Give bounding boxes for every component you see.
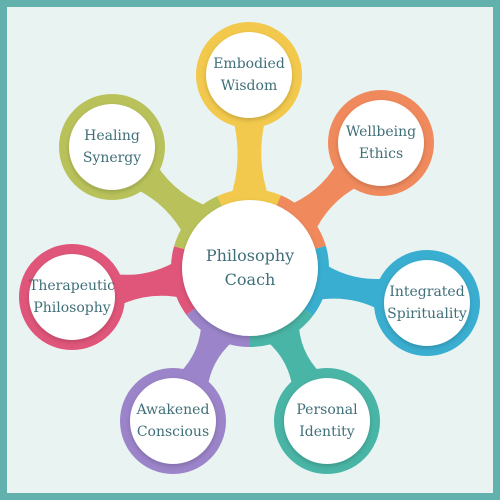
connector-stem (312, 261, 386, 310)
center-label: Philosophy Coach (190, 238, 310, 298)
node-circle (19, 244, 125, 350)
node-label-line1: Therapeutic (29, 278, 115, 294)
node-circle (196, 22, 302, 128)
node-label-healing-synergy: Healing Synergy (66, 117, 158, 177)
hub-ring-segment (303, 245, 329, 316)
node-inner-circle (338, 100, 424, 186)
node-inner-circle (69, 104, 155, 190)
node-inner-circle (130, 378, 216, 464)
center-label-line2: Coach (224, 270, 276, 289)
node-inner-circle (384, 260, 470, 346)
node-label-line2: Spirituality (387, 306, 467, 322)
node-label-line1: Personal (296, 402, 358, 418)
node-label-therapeutic-philosophy: Therapeutic Philosophy (26, 267, 118, 327)
node-inner-circle (284, 378, 370, 464)
hub-ring-segments (171, 189, 329, 347)
node-label-line2: Synergy (82, 150, 142, 166)
node-label-wellbeing-ethics: Wellbeing Ethics (335, 113, 427, 173)
connector-stem (229, 119, 270, 201)
node-inner-circle (29, 254, 115, 340)
node-label-line2: Ethics (358, 146, 404, 162)
node-inner-circle (206, 32, 292, 118)
node-label-line2: Philosophy (33, 300, 111, 316)
connector-stem (113, 259, 187, 306)
hub-inner-circle (182, 200, 318, 336)
node-circle (274, 368, 380, 474)
node-label-line2: Identity (299, 424, 355, 440)
hub-ring-segment (249, 308, 313, 347)
node-circle (59, 94, 165, 200)
hub-ring-segment (276, 195, 326, 250)
node-label-line2: Conscious (136, 424, 210, 440)
hub-ring-segment (186, 307, 251, 347)
central-hub (171, 189, 329, 347)
node-label-embodied-wisdom: Embodied Wisdom (203, 45, 295, 105)
center-label-line1: Philosophy (205, 246, 295, 265)
hub-ring-segment (174, 196, 223, 250)
node-label-line1: Awakened (136, 402, 210, 418)
node-label-awakened-conscious: Awakened Conscious (127, 391, 219, 451)
node-circle (328, 90, 434, 196)
node-label-personal-identity: Personal Identity (281, 391, 373, 451)
node-label-line2: Wisdom (220, 78, 278, 94)
node-rings (19, 22, 480, 474)
node-label-integrated-spirituality: Integrated Spirituality (381, 273, 473, 333)
node-label-line1: Embodied (213, 56, 285, 72)
node-label-line1: Healing (84, 128, 140, 144)
node-circle (374, 250, 480, 356)
node-label-line1: Integrated (389, 284, 465, 300)
hub-ring-segment (171, 246, 197, 315)
node-label-line1: Wellbeing (345, 124, 417, 140)
hub-ring-segment (217, 189, 281, 208)
node-circle (120, 368, 226, 474)
